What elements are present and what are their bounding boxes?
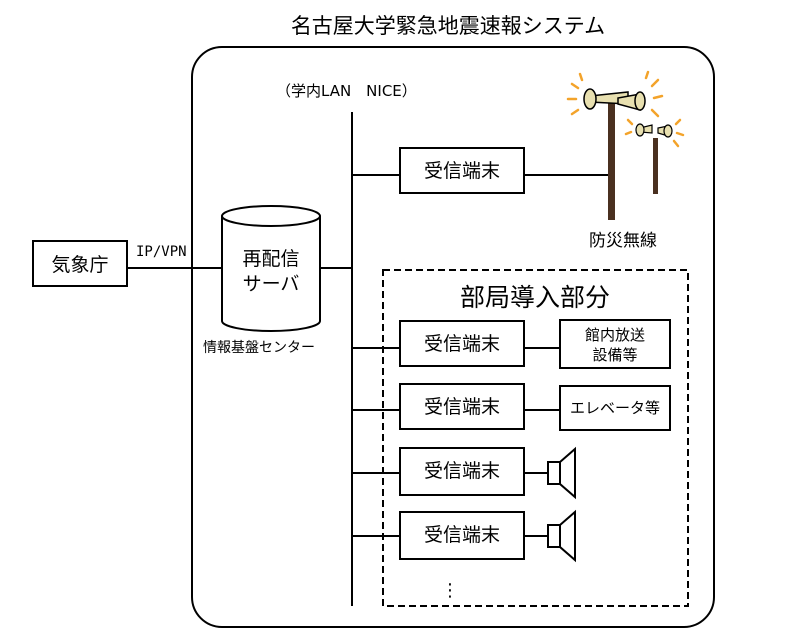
dept-terminal-box-1 bbox=[399, 320, 525, 367]
dept-terminal-label-4: 受信端末 bbox=[424, 524, 500, 546]
speaker-icon bbox=[547, 509, 576, 563]
campus-frame bbox=[191, 46, 715, 628]
more-terminals-indicator: ⋮ bbox=[441, 580, 459, 601]
dept-terminal-label-3: 受信端末 bbox=[424, 460, 500, 482]
jma-label: 気象庁 bbox=[51, 254, 108, 276]
broadcast-equipment-line2: 設備等 bbox=[592, 346, 637, 364]
campus-network-label: （学内LAN NICE） bbox=[276, 82, 417, 100]
broadcast-equipment-box bbox=[559, 319, 671, 369]
dept-terminal-label-1: 受信端末 bbox=[424, 333, 500, 355]
dept-terminal-box-3 bbox=[399, 447, 525, 496]
dept-terminal-box-2 bbox=[399, 383, 525, 430]
broadcast-equipment-line1: 館内放送 bbox=[585, 326, 645, 344]
elevator-label: エレベータ等 bbox=[570, 399, 660, 417]
department-section-frame bbox=[382, 269, 689, 607]
server-caption: 情報基盤センター bbox=[203, 339, 315, 356]
wireless-terminal-label: 受信端末 bbox=[424, 160, 500, 182]
server-label-line1: 再配信 bbox=[242, 248, 299, 270]
elevator-box bbox=[559, 385, 671, 431]
speaker-icon bbox=[547, 446, 576, 500]
dept-terminal-box-4 bbox=[399, 511, 525, 560]
department-section-title: 部局導入部分 bbox=[460, 283, 610, 312]
wireless-caption: 防災無線 bbox=[589, 231, 657, 251]
jma-box bbox=[32, 240, 128, 287]
wireless-terminal-box bbox=[399, 147, 525, 194]
link-label: IP/VPN bbox=[136, 244, 187, 260]
dept-terminal-label-2: 受信端末 bbox=[424, 396, 500, 418]
server-label-line2: サーバ bbox=[243, 273, 300, 295]
diagram-title: 名古屋大学緊急地震速報システム bbox=[291, 14, 605, 38]
redistribution-server bbox=[221, 205, 321, 332]
siren-icon bbox=[566, 70, 685, 220]
